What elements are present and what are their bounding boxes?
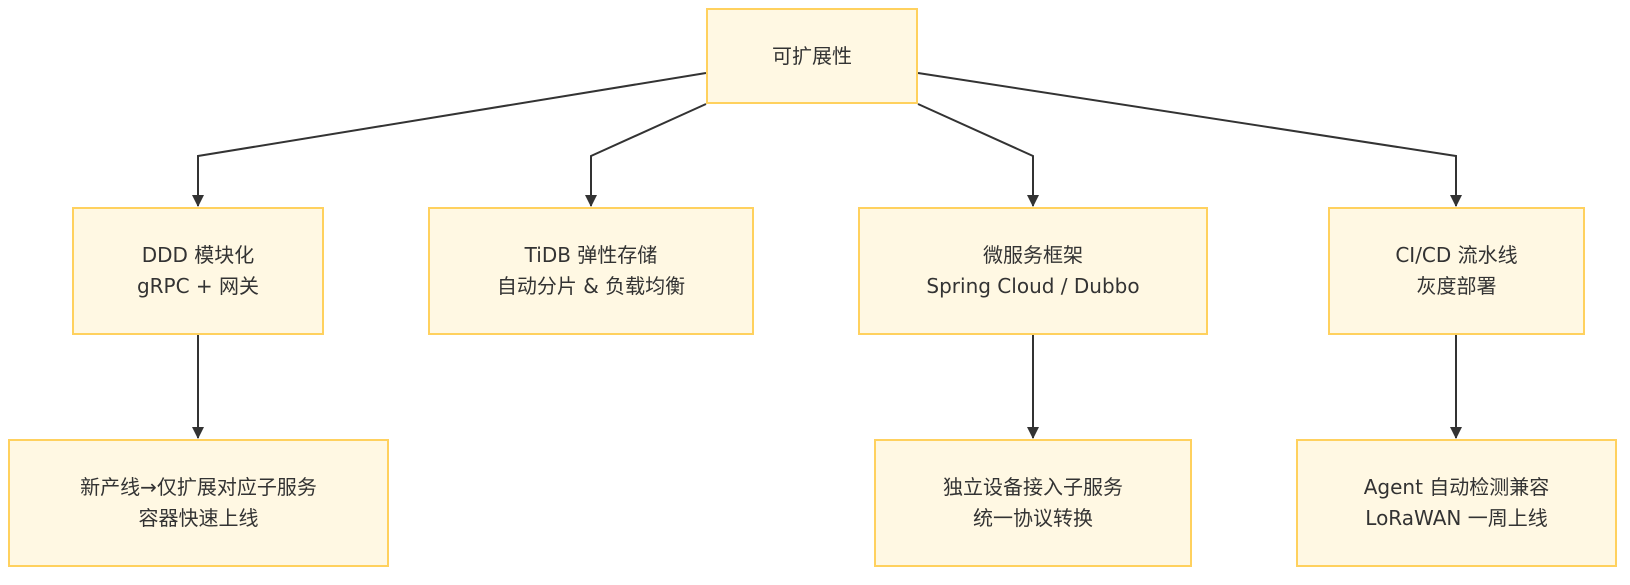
edge-root-to-tidb <box>585 103 707 207</box>
node-sublabel: 容器快速上线 <box>138 506 259 530</box>
node-label: 可扩展性 <box>772 43 852 68</box>
node-label: 新产线→仅扩展对应子服务 <box>80 475 317 499</box>
node-sublabel: LoRaWAN 一周上线 <box>1365 506 1548 530</box>
node-new-production-line: 新产线→仅扩展对应子服务 容器快速上线 <box>8 439 389 567</box>
node-sublabel: gRPC + 网关 <box>136 274 260 298</box>
node-ddd-modularization: DDD 模块化 gRPC + 网关 <box>72 207 324 335</box>
node-sublabel: Spring Cloud / Dubbo <box>926 274 1140 298</box>
node-label: CI/CD 流水线 <box>1395 243 1518 267</box>
node-label: 独立设备接入子服务 <box>943 475 1123 499</box>
edge-root-to-ddd <box>192 72 707 207</box>
node-device-access-service: 独立设备接入子服务 统一协议转换 <box>874 439 1192 567</box>
node-label: DDD 模块化 <box>141 243 255 267</box>
node-label: TiDB 弹性存储 <box>524 243 658 267</box>
node-sublabel: 统一协议转换 <box>973 506 1093 530</box>
node-microservice-framework: 微服务框架 Spring Cloud / Dubbo <box>858 207 1208 335</box>
node-sublabel: 灰度部署 <box>1416 274 1497 298</box>
node-sublabel: 自动分片 & 负载均衡 <box>496 274 686 298</box>
node-tidb-storage: TiDB 弹性存储 自动分片 & 负载均衡 <box>428 207 754 335</box>
node-agent-compatibility: Agent 自动检测兼容 LoRaWAN 一周上线 <box>1296 439 1617 567</box>
node-scalability: 可扩展性 <box>706 8 918 104</box>
edge-root-to-microservice <box>917 103 1039 207</box>
node-label: 微服务框架 <box>983 243 1083 267</box>
node-label: Agent 自动检测兼容 <box>1363 475 1550 499</box>
edge-root-to-cicd <box>917 72 1462 207</box>
node-cicd-pipeline: CI/CD 流水线 灰度部署 <box>1328 207 1585 335</box>
